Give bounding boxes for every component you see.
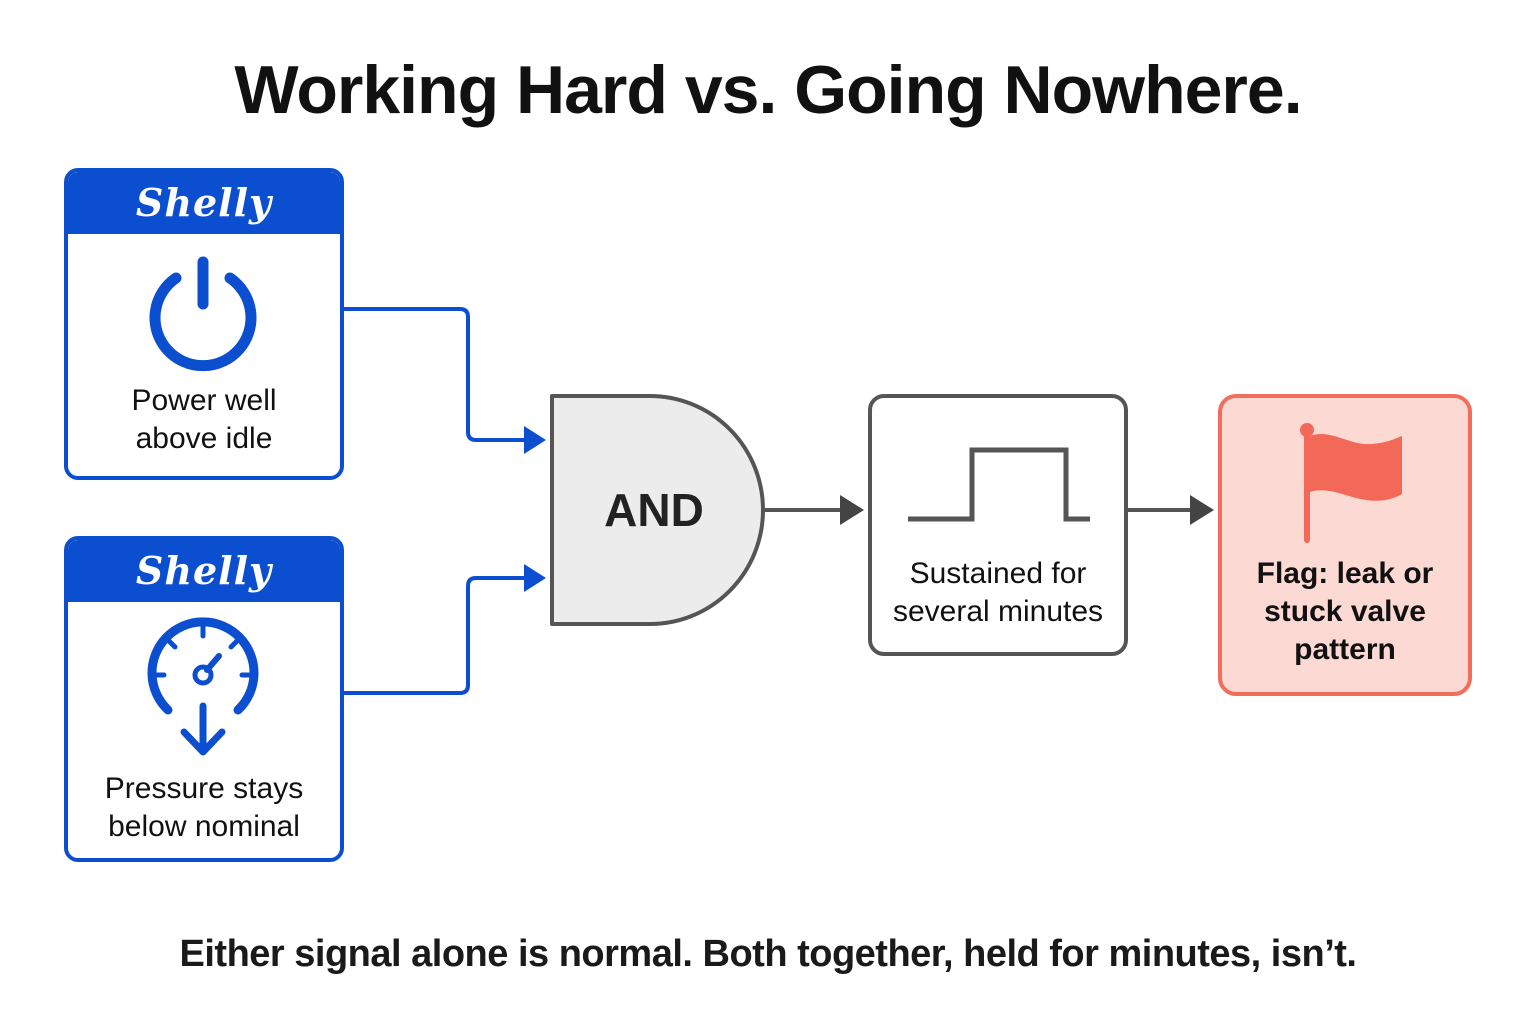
timer-label-line-1: Sustained for — [909, 557, 1087, 590]
pulse-waveform-icon — [908, 447, 1090, 522]
arrowhead-gate-to-timer — [840, 495, 864, 525]
power-label-line-1: Power well — [131, 384, 277, 417]
pressure-label-line-2: below nominal — [108, 810, 300, 843]
flag-label-line-1: Flag: leak or — [1256, 557, 1434, 590]
timer-label-line-2: several minutes — [892, 595, 1104, 628]
timer-label: Sustained for several minutes — [874, 555, 1122, 631]
page-title: Working Hard vs. Going Nowhere. — [234, 52, 1302, 128]
pressure-gauge-down-icon — [147, 617, 259, 756]
arrowhead-timer-to-flag — [1190, 495, 1214, 525]
flag-label-line-2: stuck valve — [1264, 595, 1426, 628]
arrowhead-power-to-gate — [524, 426, 546, 454]
timer-box — [868, 394, 1128, 656]
connector-pressure-to-gate — [342, 576, 526, 695]
arrowhead-pressure-to-gate — [524, 564, 546, 592]
power-icon — [149, 256, 257, 372]
connector-power-to-gate — [342, 307, 526, 442]
footer-caption: Either signal alone is normal. Both toge… — [179, 933, 1357, 975]
pressure-label-line-1: Pressure stays — [104, 772, 304, 805]
pressure-label: Pressure stays below nominal — [68, 770, 340, 846]
shelly-logo: Shelly — [68, 540, 340, 602]
flag-label-line-3: pattern — [1294, 633, 1396, 666]
and-gate-label: AND — [604, 484, 704, 536]
input-card-power: Shelly Power well above idle — [64, 168, 344, 480]
shelly-logo: Shelly — [68, 172, 340, 234]
flag-icon — [1300, 423, 1402, 543]
and-gate-shape — [550, 394, 765, 626]
flag-label: Flag: leak or stuck valve pattern — [1224, 555, 1466, 669]
input-card-pressure: Shelly Pressure stays below nominal — [64, 536, 344, 862]
flag-box — [1218, 394, 1472, 696]
power-label-line-2: above idle — [135, 422, 273, 455]
power-label: Power well above idle — [68, 382, 340, 458]
